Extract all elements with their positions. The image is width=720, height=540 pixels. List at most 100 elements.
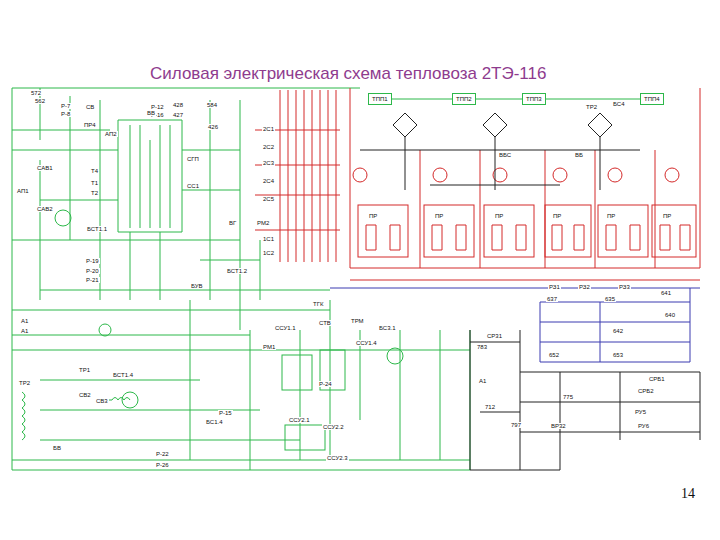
motor-symbol <box>433 168 447 182</box>
wire-label: Т1 <box>90 180 99 186</box>
wire-label: 637 <box>546 296 558 302</box>
motor-field-block <box>652 205 696 257</box>
wire-label: 712 <box>484 404 496 410</box>
wire-label: 572 <box>30 90 42 96</box>
wire-label: РМ2 <box>256 220 270 226</box>
converter-box: ТПП2 <box>452 93 476 105</box>
green-wires <box>12 88 470 470</box>
wire-label: ТГК <box>312 301 324 307</box>
wire-label: Р-20 <box>85 268 100 274</box>
slide-title: Силовая электрическая схема тепловоза 2Т… <box>150 64 546 84</box>
wire-label: ТР2 <box>585 104 598 110</box>
wire-label: БСТ1.4 <box>112 372 134 378</box>
wire-label: 426 <box>207 124 219 130</box>
wire-label: АП2 <box>104 131 118 137</box>
wire-label: ССУ2.1 <box>288 417 311 423</box>
wire-label: СС1 <box>186 183 200 189</box>
red-bus <box>255 88 700 280</box>
wire-label: БСТ1.1 <box>86 226 108 232</box>
wire-label: Т2 <box>90 190 99 196</box>
wire-label: ПР <box>552 213 562 219</box>
wire-label: СГП <box>186 156 200 162</box>
transformer-symbol <box>55 210 71 226</box>
wire-label: РУ6 <box>637 423 650 429</box>
wire-label: СВ2 <box>78 392 92 398</box>
wire-label: Р-26 <box>155 462 170 468</box>
rectifier-bridge <box>393 113 612 137</box>
wire-label: РУ5 <box>634 409 647 415</box>
wire-label: 562 <box>34 98 46 104</box>
wire-label: РМ1 <box>262 344 276 350</box>
wire-label: ПР <box>368 213 378 219</box>
wire-label: ПР4 <box>83 122 97 128</box>
coil-symbol <box>108 398 130 401</box>
protection-wiring <box>330 288 700 362</box>
converter-box: ТПП4 <box>640 93 664 105</box>
wire-connector <box>546 99 640 100</box>
blue-wires <box>330 288 700 362</box>
wire-label: 783 <box>476 344 488 350</box>
wire-label: БС3.1 <box>378 325 397 331</box>
wire-label: 2С5 <box>262 196 275 202</box>
wire-label: 640 <box>664 312 676 318</box>
wire-label: РЗ1 <box>548 284 561 290</box>
field-coils <box>366 225 690 250</box>
wire-label: ПР <box>494 213 504 219</box>
box-label: ТПП3 <box>526 96 542 102</box>
converter-box: ТПП1 <box>368 93 392 105</box>
wire-label: ВБ <box>574 152 584 158</box>
wire-label: РЗ2 <box>578 284 591 290</box>
wire-label: ТР2 <box>18 380 31 386</box>
power-wiring <box>255 88 700 280</box>
wire-label: 1С1 <box>262 236 275 242</box>
wire-label: СТВ <box>318 320 332 326</box>
motor-symbol <box>553 168 567 182</box>
wire-label: А1 <box>20 328 29 334</box>
transformer-symbol <box>99 324 111 336</box>
wire-label: 428 <box>172 102 184 108</box>
wire-label: ВГ <box>228 220 237 226</box>
control-wiring <box>12 88 470 470</box>
wire-label: РЗ3 <box>618 284 631 290</box>
black-wires <box>360 137 700 470</box>
wire-label: Т4 <box>90 168 99 174</box>
wire-label: САВ1 <box>36 165 54 171</box>
wire-label: Р-7 <box>60 103 71 109</box>
wire-label: САВ2 <box>36 206 54 212</box>
motor-symbol <box>353 168 367 182</box>
wire-label: ССУ2.2 <box>322 424 345 430</box>
wire-label: 641 <box>660 290 672 296</box>
wire-connector <box>476 99 522 100</box>
wire-connector <box>392 99 452 100</box>
wire-label: Р-8 <box>60 111 71 117</box>
wire-label: ТРМ <box>350 318 365 324</box>
relay-block <box>285 425 325 450</box>
wire-label: СВ <box>85 104 95 110</box>
wire-label: ПР <box>434 213 444 219</box>
wire-label: СРБ1 <box>648 376 666 382</box>
wire-label: АП1 <box>16 188 30 194</box>
box-label: ТПП4 <box>644 96 660 102</box>
wire-label: ПР <box>662 213 672 219</box>
wire-label: ССУ1.1 <box>274 325 297 331</box>
wire-label: 427 <box>172 112 184 118</box>
wire-label: 653 <box>612 352 624 358</box>
wire-label: А1 <box>20 318 29 324</box>
wire-label: ВВ <box>146 110 156 116</box>
wire-label: СРБ2 <box>637 388 655 394</box>
motor-symbol <box>608 168 622 182</box>
wire-label: Р-24 <box>318 381 333 387</box>
wire-label: 797 <box>510 422 522 428</box>
wire-label: 652 <box>548 352 560 358</box>
page-number: 14 <box>680 487 696 501</box>
coil-symbol <box>22 392 25 440</box>
relay-block <box>282 355 312 390</box>
wire-label: БВ <box>52 445 62 451</box>
wire-label: Р-22 <box>155 451 170 457</box>
wire-label: ВР32 <box>550 423 567 429</box>
wire-label: 775 <box>562 394 574 400</box>
wire-label: Р-19 <box>85 258 100 264</box>
wire-label: ССУ2.3 <box>326 455 349 461</box>
wire-label: СВ3 <box>95 398 109 404</box>
